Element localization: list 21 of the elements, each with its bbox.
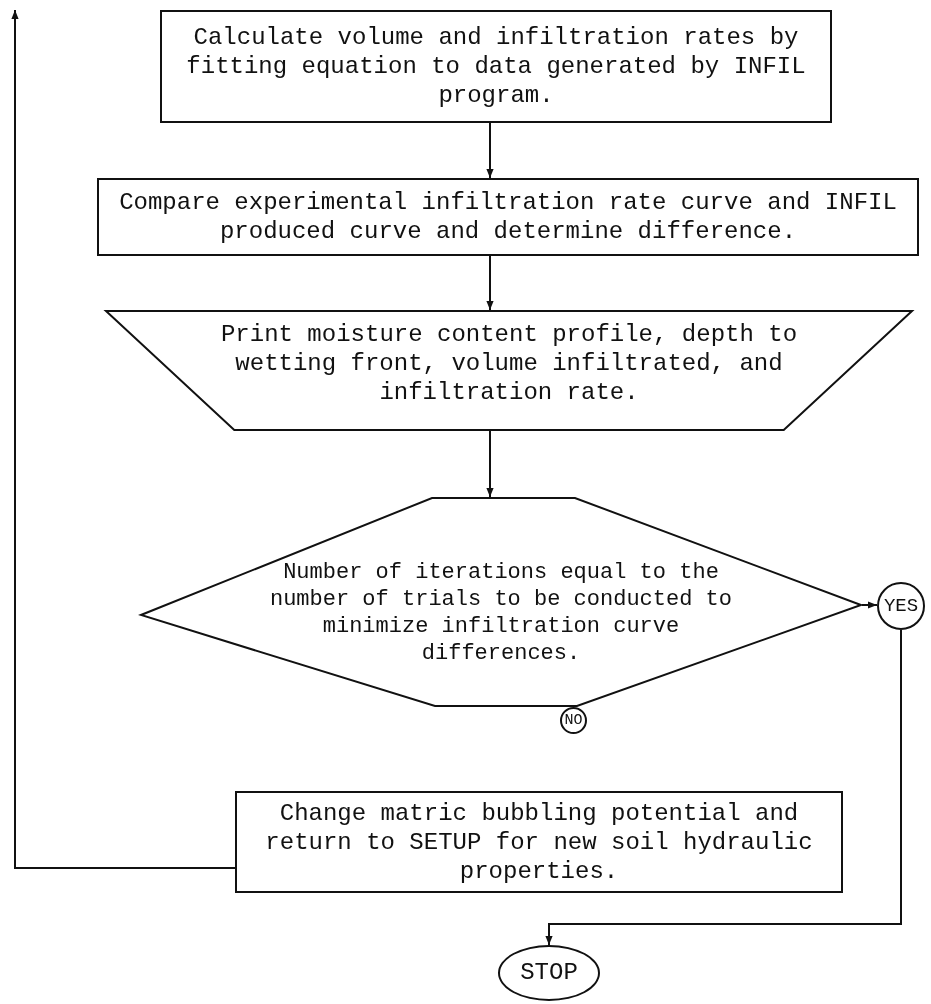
connector-label: YES [883, 596, 919, 616]
connector-label: NO [564, 713, 583, 728]
process-box [235, 791, 843, 893]
step-text: Print moisture content profile, depth to wetting front, volume infiltrated, and infiltration rate. [219, 320, 799, 407]
connector-label: STOP [520, 961, 578, 985]
connector-circle [560, 707, 587, 734]
decision-hexagon [140, 497, 862, 707]
step-text: Calculate volume and infiltration rates by fitting equation to data generated by INFIL program. [185, 23, 807, 110]
connector-circle [877, 582, 925, 630]
process-box [97, 178, 919, 256]
process-box [160, 10, 832, 123]
arrow [486, 430, 494, 498]
arrow [486, 255, 494, 311]
step-text: Number of iterations equal to the number of trials to be conducted to minimize infiltration curve differences. [268, 559, 734, 667]
arrow [545, 629, 902, 946]
arrow [11, 9, 236, 869]
step-text: Change matric bubbling potential and return to SETUP for new soil hydraulic properties. [264, 798, 814, 886]
step-text: Compare experimental infiltration rate curve and INFIL produced curve and determine difference. [118, 188, 898, 246]
arrow [486, 122, 494, 179]
arrow [861, 601, 878, 609]
output-trapezoid [105, 310, 913, 431]
